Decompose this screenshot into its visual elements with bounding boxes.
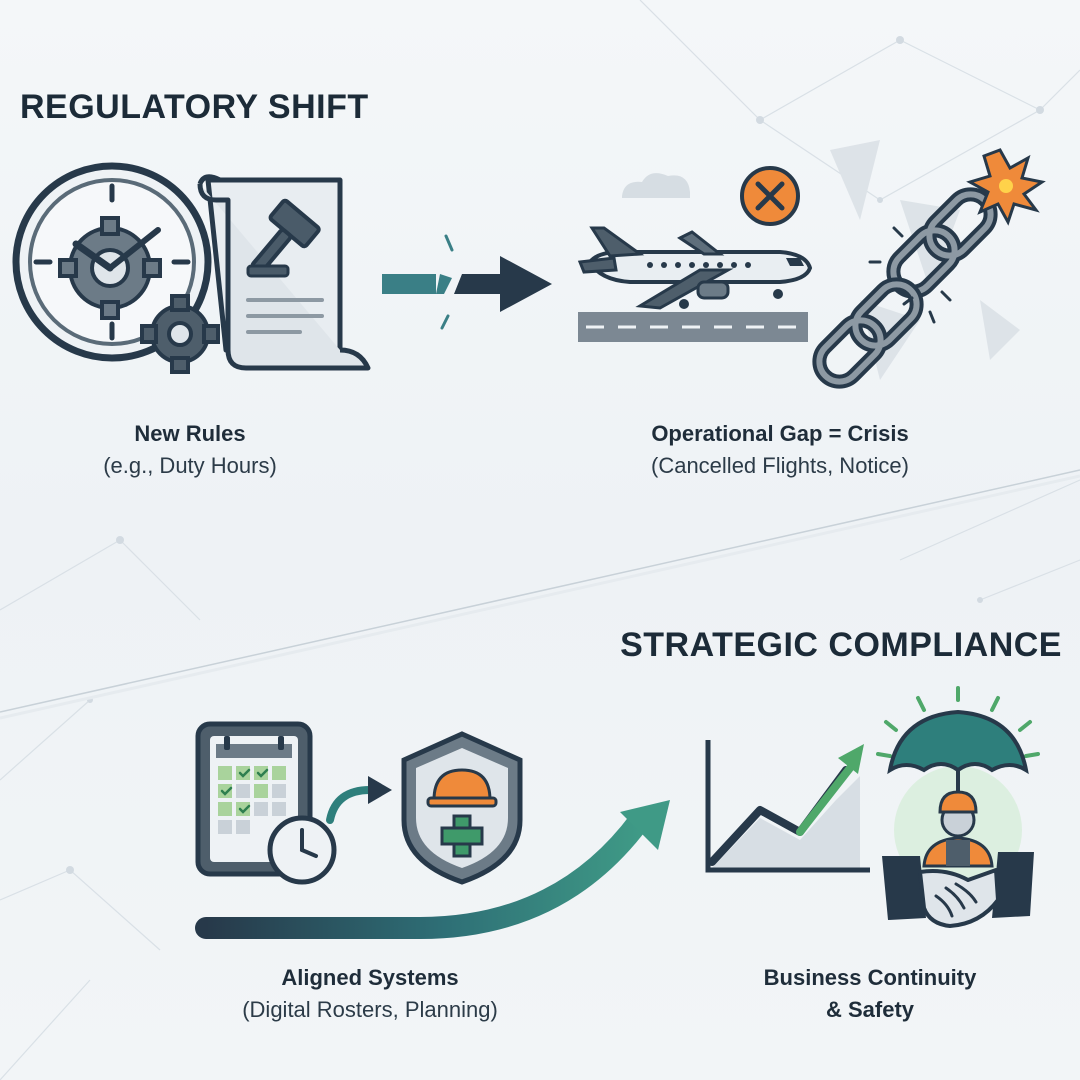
cancel-x-icon bbox=[740, 166, 800, 226]
caption-subtitle: & Safety bbox=[825, 997, 915, 1022]
caption-subtitle: (e.g., Duty Hours) bbox=[103, 453, 277, 478]
caption-new-rules: New Rules (e.g., Duty Hours) bbox=[40, 418, 340, 482]
caption-title: New Rules bbox=[134, 421, 246, 446]
caption-aligned-systems: Aligned Systems (Digital Rosters, Planni… bbox=[200, 962, 540, 1026]
caption-operational-gap: Operational Gap = Crisis (Cancelled Flig… bbox=[590, 418, 970, 482]
caption-subtitle: (Digital Rosters, Planning) bbox=[242, 997, 498, 1022]
caption-business-continuity: Business Continuity & Safety bbox=[720, 962, 1020, 1026]
clock-icon bbox=[267, 815, 337, 885]
caption-subtitle: (Cancelled Flights, Notice) bbox=[651, 453, 909, 478]
section-heading-compliance: STRATEGIC COMPLIANCE bbox=[620, 626, 1062, 664]
caption-title: Operational Gap = Crisis bbox=[651, 421, 909, 446]
cloud-icon bbox=[622, 173, 690, 198]
caption-title: Business Continuity bbox=[763, 965, 977, 990]
caption-title: Aligned Systems bbox=[281, 965, 459, 990]
section-heading-regulatory: REGULATORY SHIFT bbox=[20, 88, 369, 126]
